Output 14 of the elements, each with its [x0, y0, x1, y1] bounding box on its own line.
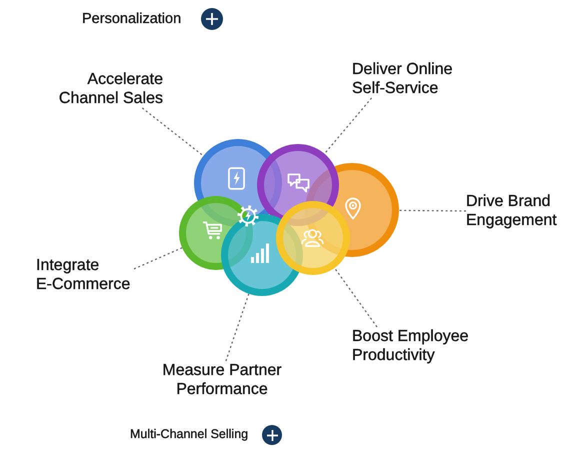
leader-line	[225, 294, 250, 362]
callout-label: Integrate E-Commerce	[36, 256, 134, 294]
leader-line	[334, 268, 378, 328]
section-label: Multi-Channel Selling	[130, 427, 248, 442]
leader-line	[134, 247, 182, 270]
callout-label: Deliver Online Self-Service	[352, 60, 467, 98]
leader-line	[399, 210, 466, 212]
callout-label: Measure Partner Performance	[157, 361, 287, 399]
callout-label: Boost Employee Productivity	[352, 327, 477, 365]
leader-line	[324, 98, 372, 154]
leader-line	[142, 108, 204, 156]
section-label: Personalization	[82, 11, 182, 28]
callout-label: Drive Brand Engagement	[466, 192, 566, 230]
callout-label: Accelerate Channel Sales	[48, 70, 163, 108]
